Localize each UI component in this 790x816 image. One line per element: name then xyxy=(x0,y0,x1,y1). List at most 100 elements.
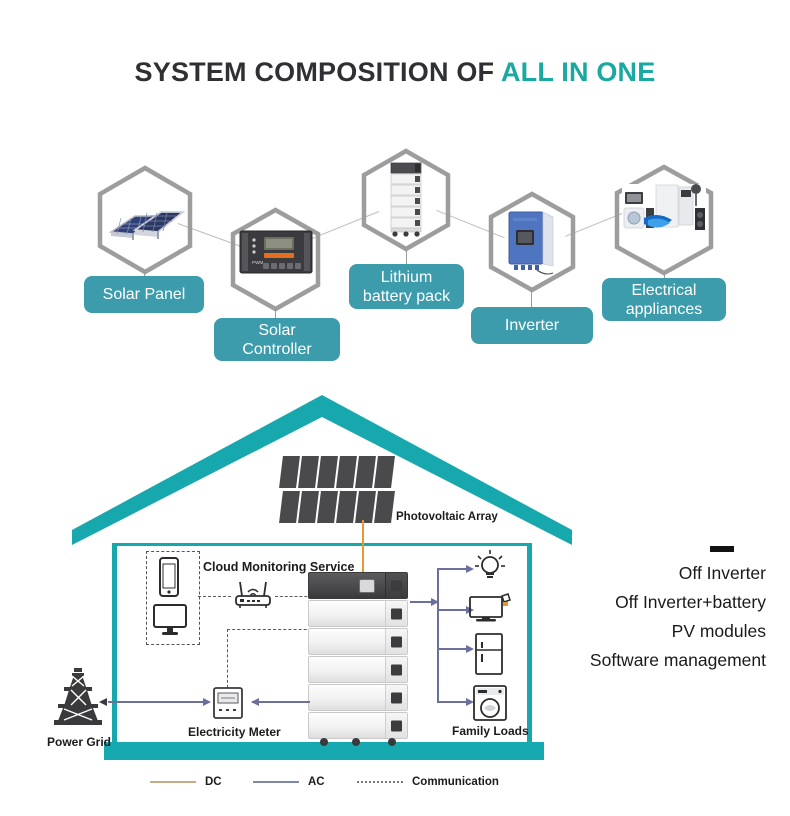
cloud-monitoring-box xyxy=(146,551,200,645)
feature-item: PV modules xyxy=(671,621,766,641)
ac-wire-to-grid xyxy=(108,701,130,703)
legend-swatch-ac xyxy=(253,781,299,783)
page-title: SYSTEM COMPOSITION OF ALL IN ONE xyxy=(0,57,790,88)
page-title-accent: ALL IN ONE xyxy=(500,57,656,87)
battery-module-control xyxy=(308,572,408,599)
pv-panel xyxy=(374,456,395,488)
house-wall-right xyxy=(527,543,532,743)
legend: DC AC Communication xyxy=(150,776,570,796)
feature-item: Off Inverter+battery xyxy=(615,592,766,612)
ac-arrow-left xyxy=(251,698,259,706)
comm-line-battery-horizontal xyxy=(227,629,317,630)
pv-panel xyxy=(355,491,376,523)
pv-panel xyxy=(355,456,376,488)
ac-bus-vertical xyxy=(437,568,439,703)
legend-swatch-dc xyxy=(150,781,196,783)
battery-wheel xyxy=(320,738,328,746)
pv-panel xyxy=(298,456,319,488)
house-wall-left xyxy=(112,543,117,743)
battery-port xyxy=(391,580,402,591)
light-bulb-icon xyxy=(475,550,505,578)
comm-line-router-to-battery xyxy=(275,596,317,597)
pv-panel xyxy=(279,491,300,523)
battery-module xyxy=(308,656,408,683)
feature-item: Software management xyxy=(589,650,766,670)
battery-module xyxy=(308,628,408,655)
house-ceiling xyxy=(112,543,532,546)
feature-bullet-dash xyxy=(710,546,734,552)
ac-arrow-washer xyxy=(466,698,474,706)
ac-arrow-right xyxy=(203,698,211,706)
stem-inverter xyxy=(531,290,533,308)
battery-side-panel xyxy=(385,657,407,682)
comm-line-phone-to-router xyxy=(198,596,231,597)
label-family-loads: Family Loads xyxy=(452,724,529,738)
battery-module xyxy=(308,712,408,739)
battery-display xyxy=(359,578,375,593)
label-solar-controller[interactable]: Solar Controller xyxy=(214,318,340,361)
pv-panel xyxy=(279,456,300,488)
tv-icon xyxy=(469,593,511,622)
feature-item: Off Inverter xyxy=(678,563,766,583)
ac-branch-washer xyxy=(437,701,469,703)
comm-line-meter-vertical xyxy=(227,629,228,693)
legend-item-communication: Communication xyxy=(357,776,499,788)
legend-label-communication: Communication xyxy=(412,776,499,788)
legend-swatch-communication xyxy=(357,781,403,783)
page-title-main: SYSTEM COMPOSITION OF xyxy=(134,57,501,87)
label-solar-panel[interactable]: Solar Panel xyxy=(84,276,204,313)
label-electrical-appliances[interactable]: Electrical appliances xyxy=(602,278,726,321)
ac-arrow-fridge xyxy=(466,645,474,653)
power-grid-icon xyxy=(54,668,102,725)
label-inverter[interactable]: Inverter xyxy=(471,307,593,344)
battery-wheel xyxy=(388,738,396,746)
battery-port xyxy=(391,692,402,703)
ac-branch-fridge xyxy=(437,648,469,650)
smartphone-icon xyxy=(159,557,179,597)
svg-text:PWM: PWM xyxy=(252,260,263,265)
battery-side-panel xyxy=(385,601,407,626)
battery-module xyxy=(308,600,408,627)
legend-item-dc: DC xyxy=(150,776,222,788)
stem-electrical-appliances xyxy=(664,272,666,279)
battery-side-panel xyxy=(385,573,407,598)
ac-wire-battery-to-meter xyxy=(252,701,310,703)
battery-side-panel xyxy=(385,713,407,738)
ac-wire-battery-to-loads xyxy=(410,601,438,603)
battery-side-panel xyxy=(385,685,407,710)
washing-machine-icon xyxy=(473,685,507,721)
pv-panel xyxy=(317,491,338,523)
legend-label-dc: DC xyxy=(205,776,222,788)
feature-list: Off Inverter Off Inverter+battery PV mod… xyxy=(516,546,766,675)
label-electricity-meter: Electricity Meter xyxy=(188,725,281,739)
label-lithium-battery-pack[interactable]: Lithium battery pack xyxy=(349,264,464,309)
refrigerator-icon xyxy=(475,633,503,675)
label-power-grid: Power Grid xyxy=(47,735,112,749)
battery-module xyxy=(308,684,408,711)
solar-controller-icon: PWM xyxy=(239,228,313,276)
pv-panel xyxy=(374,491,395,523)
electricity-meter-icon xyxy=(213,687,243,719)
house-floor xyxy=(104,742,544,760)
battery-stack[interactable] xyxy=(308,572,408,746)
battery-port xyxy=(391,664,402,675)
battery-port xyxy=(391,608,402,619)
stem-lithium-battery-pack xyxy=(406,249,408,265)
battery-side-panel xyxy=(385,629,407,654)
ac-branch-tv xyxy=(437,609,469,611)
ac-branch-bulb xyxy=(437,568,469,570)
battery-port xyxy=(391,720,402,731)
pv-panel xyxy=(298,491,319,523)
solar-panel-icon xyxy=(105,192,185,244)
legend-label-ac: AC xyxy=(308,776,325,788)
battery-port xyxy=(391,636,402,647)
desktop-monitor-icon xyxy=(153,604,187,635)
pv-panel xyxy=(317,456,338,488)
ac-wire-grid-to-meter xyxy=(126,701,208,703)
battery-stack-icon xyxy=(383,161,429,239)
label-photovoltaic-array: Photovoltaic Array xyxy=(396,511,498,523)
pv-panel xyxy=(336,456,357,488)
wifi-router-icon xyxy=(235,581,271,608)
ac-arrow-loads xyxy=(431,598,439,606)
